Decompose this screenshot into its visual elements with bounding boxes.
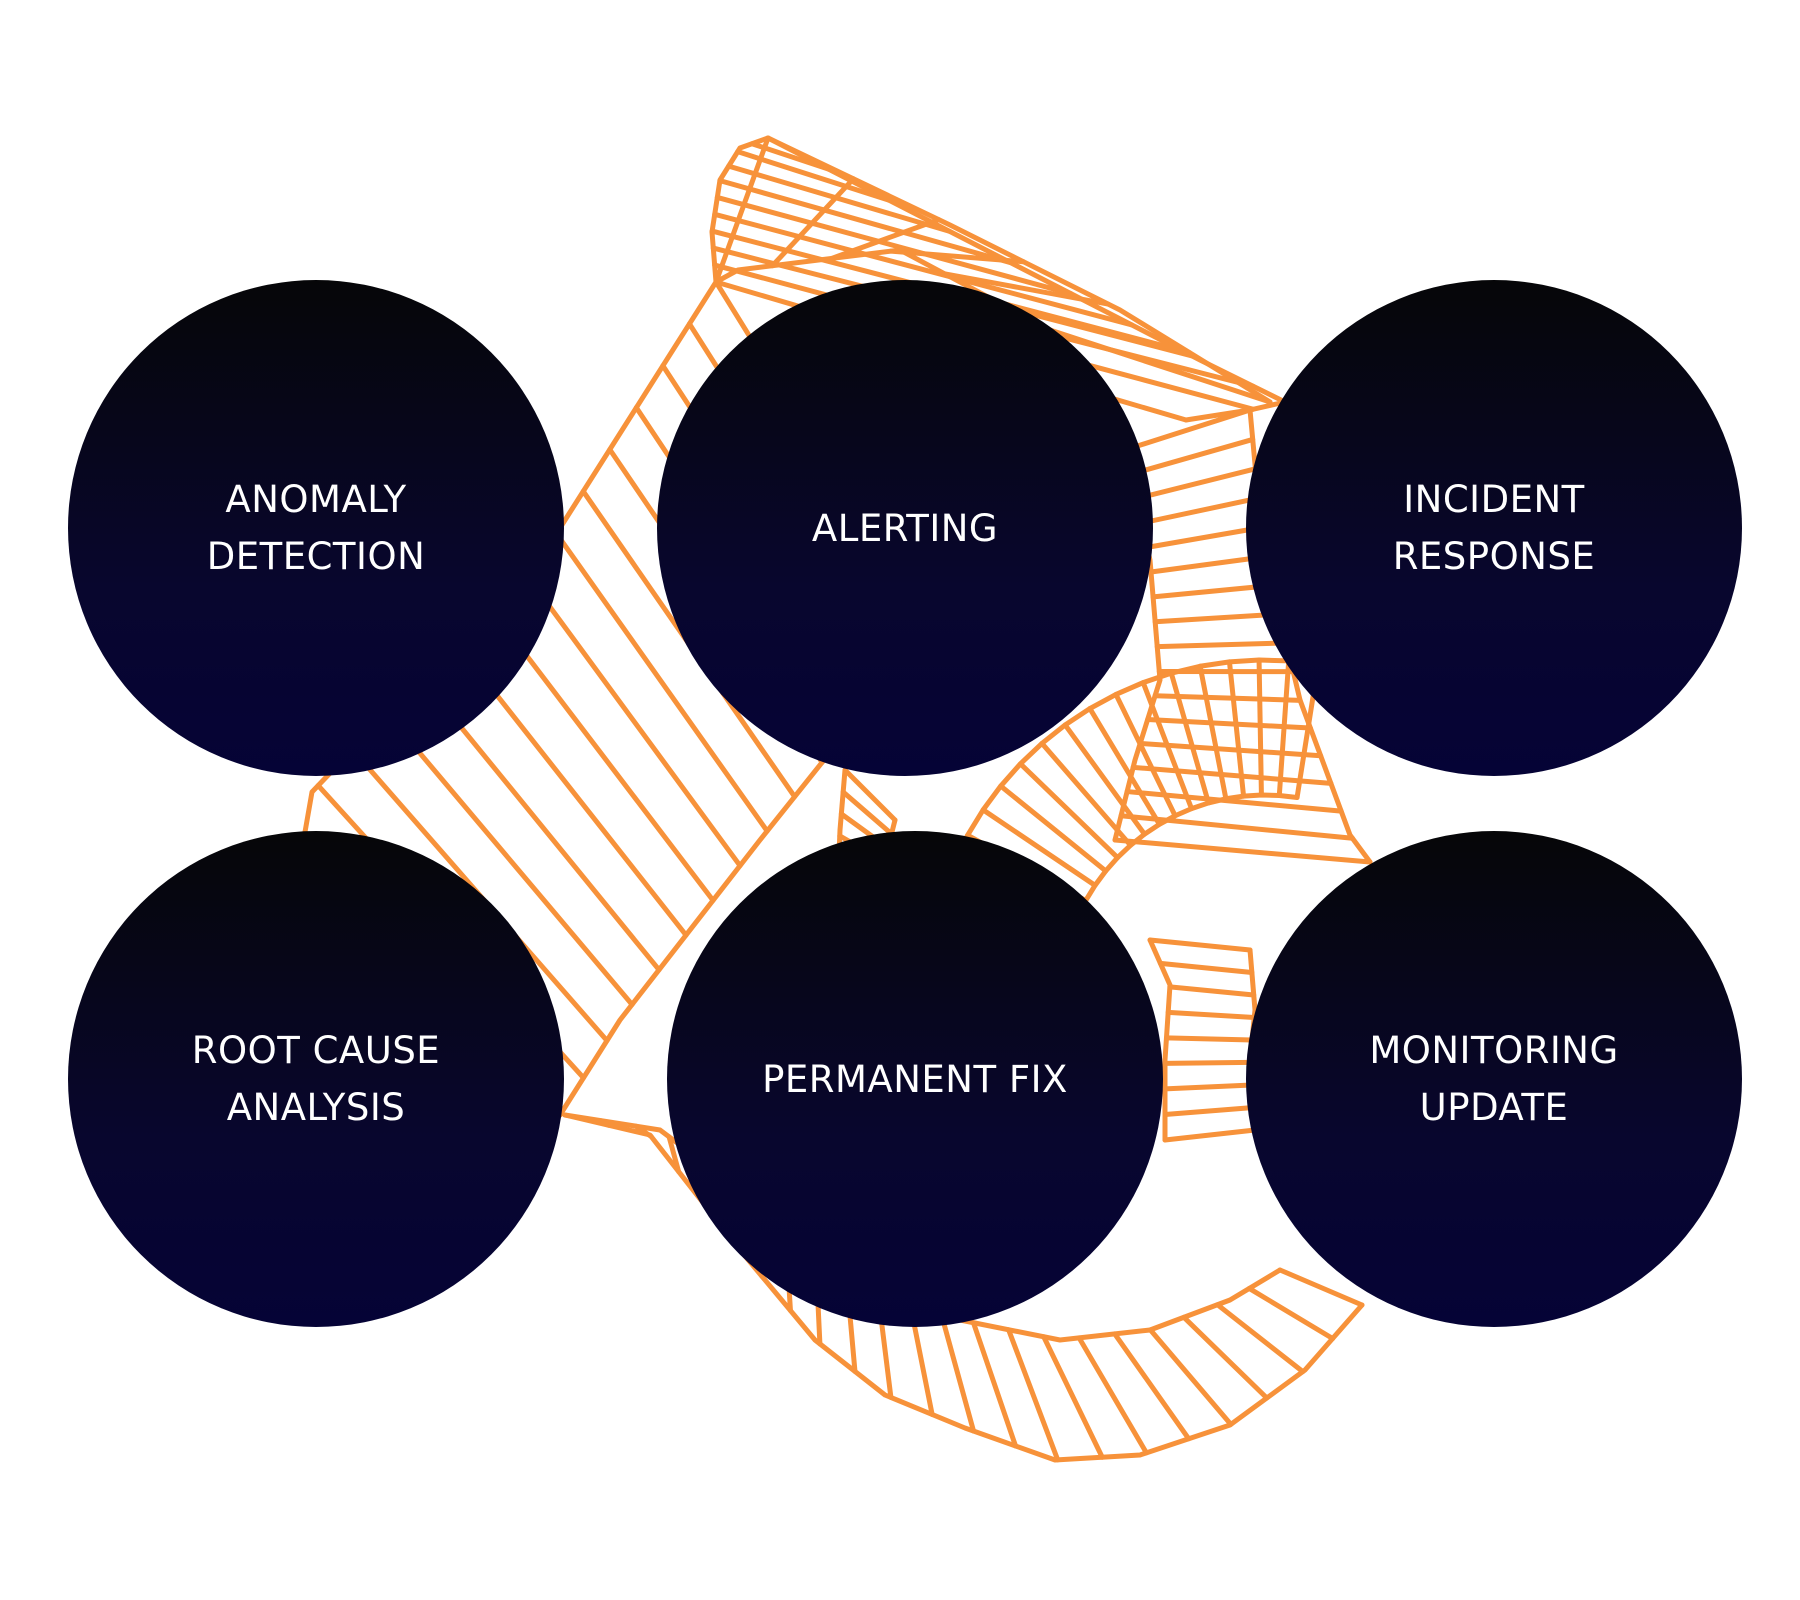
- ribbon-fan-rung: [1226, 659, 1247, 799]
- node-incident-response: INCIDENT RESPONSE: [1246, 280, 1742, 776]
- node-label-anomaly-detection: ANOMALY DETECTION: [206, 478, 426, 578]
- ribbon-mid-right-rung: [1157, 960, 1255, 976]
- ribbon-left-rung: [384, 711, 635, 1008]
- node-label-monitoring-update: MONITORING UPDATE: [1369, 1029, 1619, 1129]
- ribbon-bottom-rung: [597, 1118, 611, 1128]
- ribbon-bottom-rung: [1246, 1285, 1336, 1342]
- ribbon-bottom-rung: [1277, 1267, 1365, 1308]
- node-permanent-fix: PERMANENT FIX: [667, 831, 1163, 1327]
- ribbon-fan-rung: [1276, 658, 1292, 798]
- ribbon-top-rung: [714, 194, 1074, 297]
- ribbon-right-rung: [1118, 813, 1355, 841]
- node-label-permanent-fix: PERMANENT FIX: [762, 1057, 1068, 1101]
- ribbon-right-rung: [1148, 554, 1269, 575]
- ribbon-fan-rung: [1140, 680, 1195, 812]
- ribbon-bottom-rung: [633, 1123, 654, 1139]
- ribbon-bottom-rung: [937, 1307, 977, 1434]
- ribbon-bottom-rung: [666, 1134, 682, 1175]
- ribbon-fan-rung: [1197, 663, 1229, 802]
- ribbon-top-inner-rung: [1047, 327, 1273, 405]
- node-label-incident-response: INCIDENT RESPONSE: [1392, 478, 1596, 578]
- ribbon-fan-rung: [1168, 670, 1211, 806]
- ribbon-right-rung: [1128, 436, 1256, 477]
- ribbon-top-inner-rung: [829, 217, 942, 261]
- ribbon-under-alerting-rung: [842, 767, 898, 823]
- ribbon-top-rung: [712, 211, 1135, 328]
- node-root-cause-analysis: ROOT CAUSE ANALYSIS: [68, 831, 564, 1327]
- ribbon-right-rung: [1133, 466, 1258, 502]
- ribbon-mid-right-rung: [1162, 1059, 1253, 1066]
- ribbon-mid-right-rung: [1162, 1127, 1258, 1143]
- ribbon-fan-rung: [1039, 740, 1134, 848]
- ribbon-bottom-rung: [1214, 1302, 1306, 1375]
- ribbon-top-inner-edge-b: [765, 135, 1273, 405]
- ribbon-fan-rung: [1256, 657, 1264, 798]
- ribbon-right-rung: [1154, 640, 1289, 650]
- ribbon-top-rung: [735, 149, 892, 203]
- node-alerting: ALERTING: [657, 280, 1153, 776]
- ribbon-bottom-rung: [1147, 1327, 1234, 1427]
- ribbon-mid-right-rung: [1167, 984, 1257, 998]
- ribbon-right-rung: [1144, 525, 1264, 550]
- ribbon-top-inner-rung: [769, 176, 856, 269]
- ribbon-mid-right-rung: [1162, 1104, 1256, 1117]
- ribbon-fan-rung: [980, 807, 1098, 888]
- ribbon-right-rung: [1152, 611, 1283, 625]
- ribbon-mid-right-rung: [1147, 937, 1253, 953]
- ribbon-mid-right-rung: [1162, 1082, 1255, 1092]
- ribbon-bottom-rung: [1006, 1327, 1061, 1463]
- ribbon-bottom-rung: [1181, 1314, 1270, 1401]
- ribbon-bottom-rung: [970, 1320, 1019, 1449]
- ribbon-fan-rung: [998, 783, 1109, 874]
- ribbon-bottom-rung: [1076, 1335, 1149, 1456]
- ribbon-top-inner-rung: [888, 248, 1026, 265]
- ribbon-right-rung: [1124, 789, 1344, 814]
- ribbon-bottom-rung: [1112, 1331, 1192, 1442]
- ribbon-mid-right-rung: [1163, 1035, 1255, 1043]
- ribbon-fan-rung: [1113, 691, 1178, 819]
- node-anomaly-detection: ANOMALY DETECTION: [68, 280, 564, 776]
- node-monitoring-update: MONITORING UPDATE: [1246, 831, 1742, 1327]
- node-label-root-cause-analysis: ROOT CAUSE ANALYSIS: [191, 1029, 441, 1129]
- ribbon-top-inner-rung: [713, 135, 771, 285]
- ribbon-top-inner-rung: [994, 299, 1192, 356]
- ribbon-fan-rung: [1062, 722, 1148, 837]
- ribbon-fan-rung: [1087, 706, 1162, 827]
- ribbon-right-rung: [1122, 407, 1253, 453]
- ribbon-top-rung: [726, 163, 953, 234]
- ribbon-right-rung: [1112, 837, 1373, 865]
- ribbon-fan-rung: [1017, 761, 1121, 861]
- ribbon-left-rung: [553, 530, 770, 834]
- ribbon-right-rung: [1139, 495, 1261, 526]
- ribbon-under-alerting-rung: [840, 789, 895, 837]
- ribbon-right-rung: [1137, 740, 1324, 759]
- ribbon-top-inner-rung: [942, 271, 1111, 307]
- ribbon-bottom-rung: [1041, 1334, 1105, 1460]
- ribbon-top-rung: [717, 178, 1013, 266]
- ribbon-left-rung: [519, 566, 743, 869]
- ribbon-mid-right-rung: [1165, 1009, 1257, 1020]
- node-label-alerting: ALERTING: [811, 506, 999, 550]
